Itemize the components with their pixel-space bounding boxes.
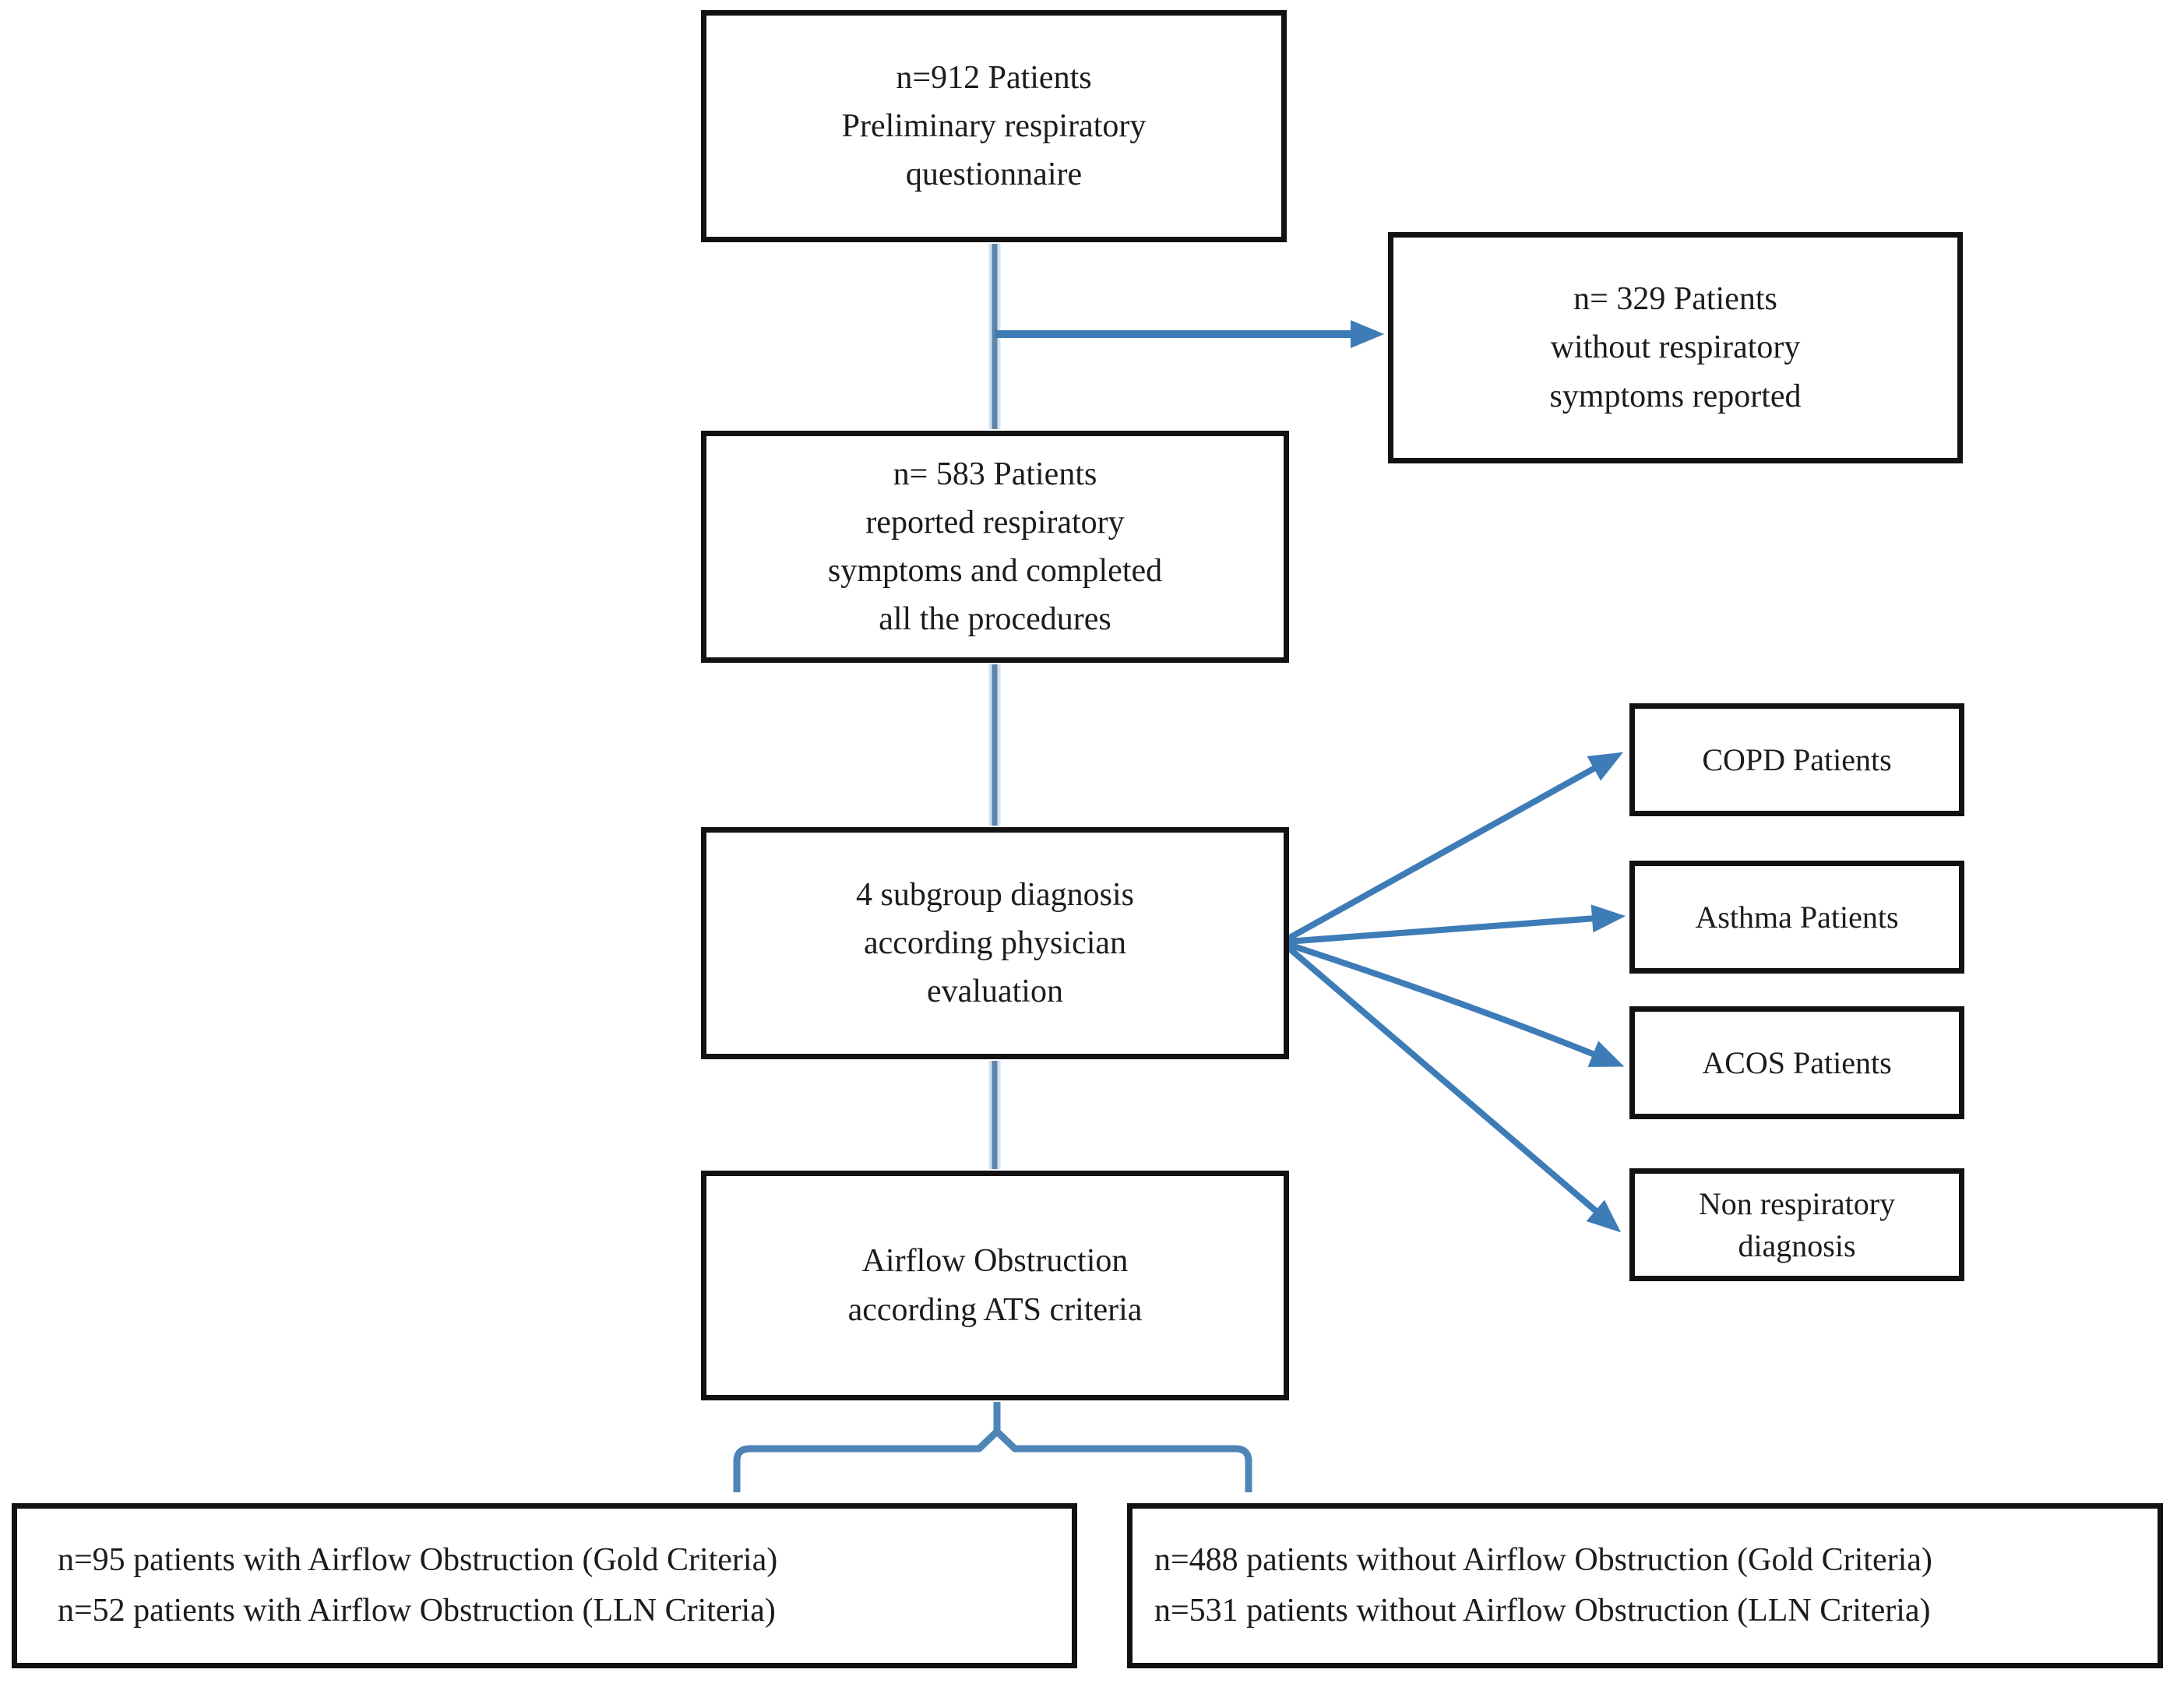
node-acos-patients: ACOS Patients [1629,1006,1964,1119]
node-airflow-obstruction-ats: Airflow Obstruction according ATS criter… [701,1171,1289,1400]
node-non-respiratory-diagnosis: Non respiratory diagnosis [1629,1168,1964,1281]
node-asthma-patients-label: Asthma Patients [1695,899,1899,935]
node-no-respiratory-symptoms-label: n= 329 Patients without respiratory symp… [1549,281,1802,414]
node-non-respiratory-diagnosis-label: Non respiratory diagnosis [1698,1185,1896,1263]
node-subgroup-diagnosis: 4 subgroup diagnosis according physician… [701,827,1289,1059]
arrow-to-non-respiratory [1284,943,1622,1233]
node-preliminary-questionnaire: n=912 Patients Preliminary respiratory q… [701,10,1287,242]
node-without-airflow-obstruction: n=488 patients without Airflow Obstructi… [1127,1503,2163,1668]
node-subgroup-diagnosis-label: 4 subgroup diagnosis according physician… [856,876,1134,1010]
arrow-to-copd [1285,752,1624,942]
arrow-to-asthma [1286,904,1626,945]
node-without-airflow-obstruction-label: n=488 patients without Airflow Obstructi… [1154,1541,1932,1629]
node-copd-patients-label: COPD Patients [1702,741,1892,777]
node-reported-symptoms: n= 583 Patients reported respiratory sym… [701,431,1289,663]
node-acos-patients-label: ACOS Patients [1702,1044,1892,1080]
node-with-airflow-obstruction: n=95 patients with Airflow Obstruction (… [12,1503,1077,1668]
node-no-respiratory-symptoms: n= 329 Patients without respiratory symp… [1388,232,1963,463]
node-asthma-patients: Asthma Patients [1629,861,1964,974]
arrow-to-acos [1285,941,1625,1067]
node-copd-patients: COPD Patients [1629,703,1964,816]
node-airflow-obstruction-ats-label: Airflow Obstruction according ATS criter… [847,1243,1143,1328]
bracket-split [733,1428,1252,1492]
node-with-airflow-obstruction-label: n=95 patients with Airflow Obstruction (… [58,1541,778,1629]
node-reported-symptoms-label: n= 583 Patients reported respiratory sym… [827,456,1163,638]
node-preliminary-questionnaire-label: n=912 Patients Preliminary respiratory q… [841,59,1147,193]
